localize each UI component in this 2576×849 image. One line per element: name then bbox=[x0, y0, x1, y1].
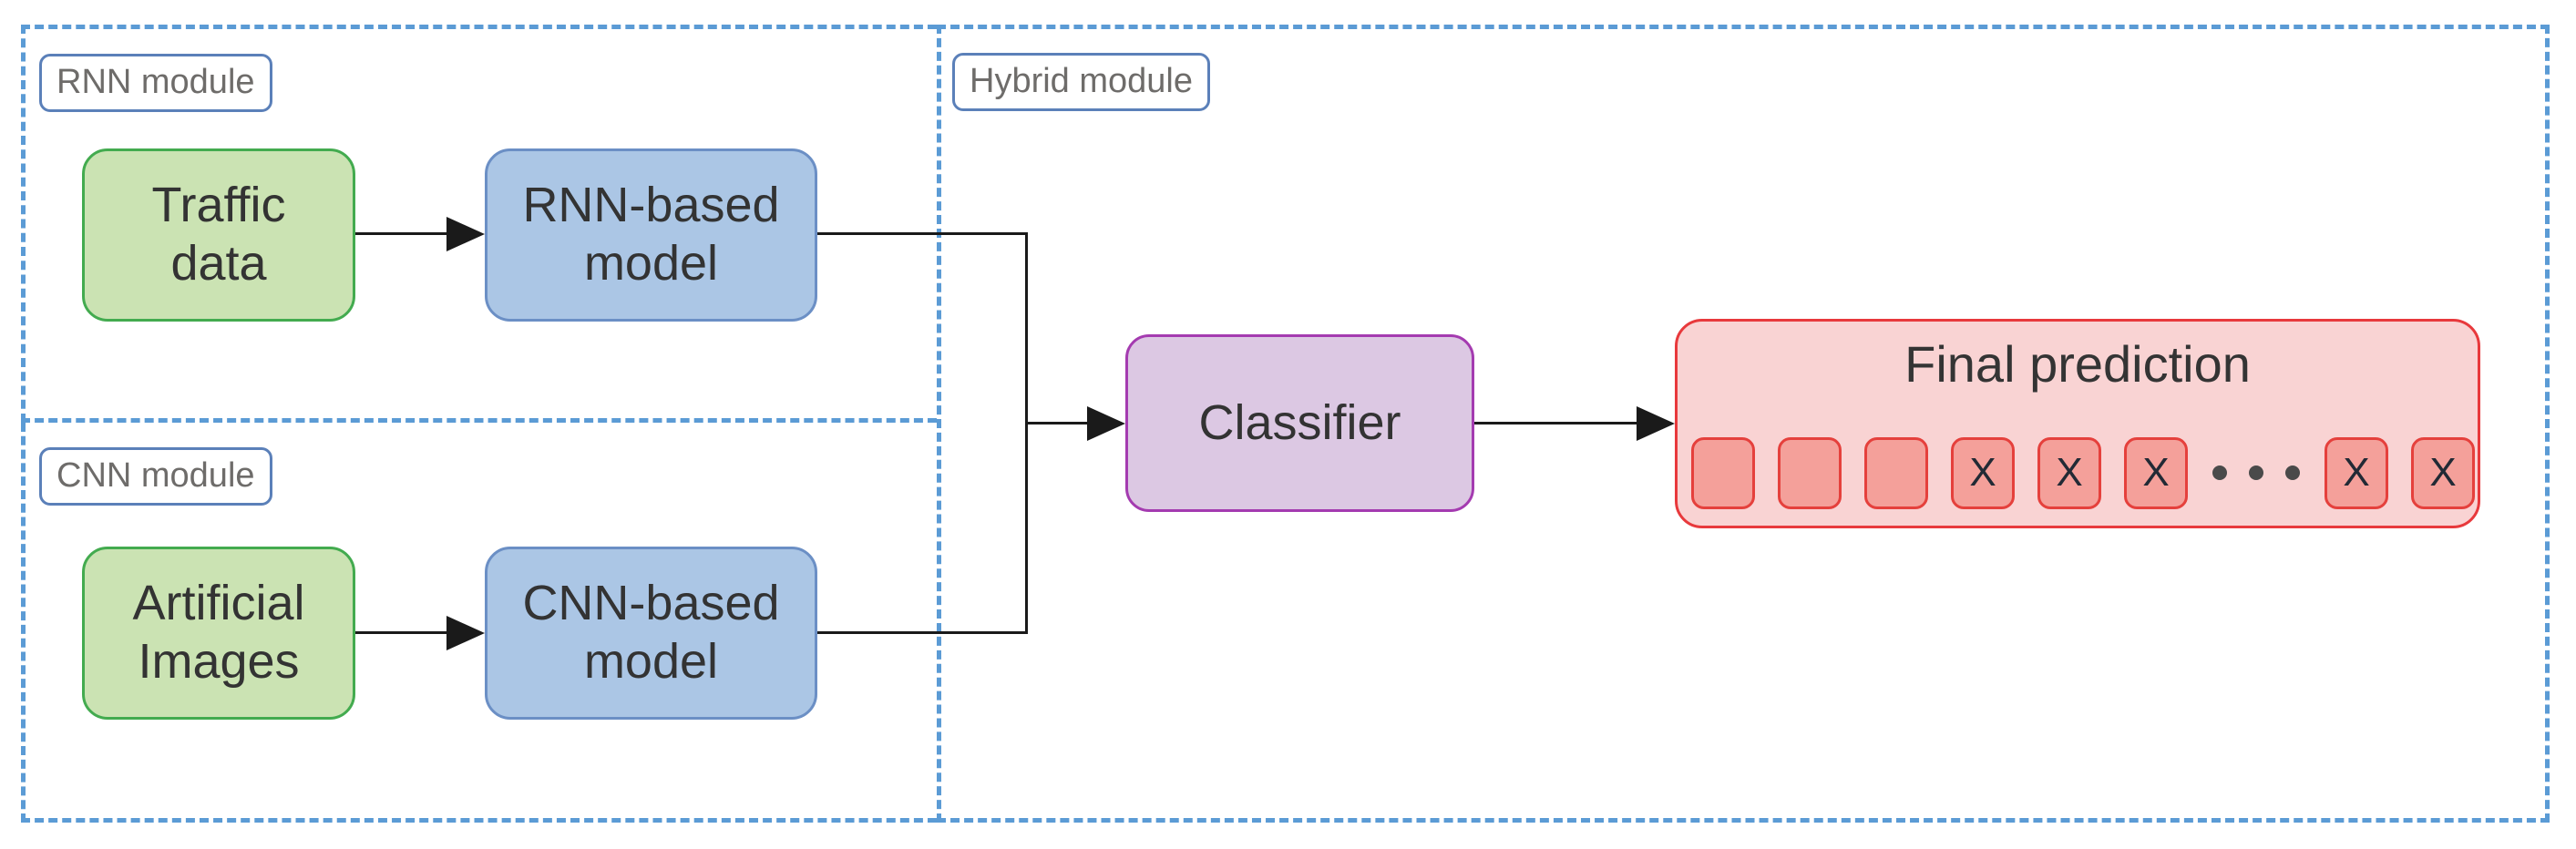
rnn-based-model-node: RNN-based model bbox=[485, 148, 817, 322]
hybrid-module-box: Hybrid module bbox=[937, 25, 2550, 823]
connector-cnn-to-junction bbox=[817, 631, 1028, 634]
final-prediction-node: Final prediction X X X X X bbox=[1675, 319, 2480, 528]
rnn-model-line2: model bbox=[583, 236, 719, 291]
prediction-cell: X bbox=[2124, 436, 2188, 509]
rnn-module-box: RNN module bbox=[21, 25, 937, 423]
connector-artificial-to-cnn bbox=[355, 631, 446, 634]
cnn-based-model-node: CNN-based model bbox=[485, 547, 817, 720]
prediction-cell: X bbox=[1951, 436, 2015, 509]
connector-rnn-to-junction bbox=[817, 232, 1028, 235]
cnn-model-line1: CNN-based bbox=[522, 576, 780, 631]
connector-junction-vertical bbox=[1025, 232, 1028, 634]
traffic-data-line2: data bbox=[170, 236, 267, 291]
rnn-module-label-text: RNN module bbox=[56, 63, 255, 101]
prediction-cell-row: X X X X X bbox=[1691, 435, 2475, 510]
hybrid-module-label-text: Hybrid module bbox=[970, 62, 1193, 100]
arrowhead-icon bbox=[1087, 406, 1125, 441]
connector-junction-to-classifier bbox=[1026, 422, 1087, 424]
arrowhead-icon bbox=[1637, 406, 1675, 441]
connector-traffic-to-rnn bbox=[355, 232, 446, 235]
ellipsis-dot bbox=[2249, 465, 2263, 480]
ellipsis-dots-icon bbox=[2211, 465, 2302, 480]
arrowhead-icon bbox=[446, 217, 485, 251]
artificial-images-node: Artificial Images bbox=[82, 547, 355, 720]
classifier-node: Classifier bbox=[1125, 334, 1474, 512]
prediction-cell: X bbox=[2037, 436, 2101, 509]
prediction-cell bbox=[1691, 436, 1755, 509]
artificial-images-line2: Images bbox=[138, 634, 300, 689]
artificial-images-line1: Artificial bbox=[132, 576, 305, 631]
prediction-cell bbox=[1778, 436, 1842, 509]
rnn-module-label: RNN module bbox=[39, 54, 272, 112]
connector-classifier-to-final bbox=[1474, 422, 1637, 424]
cnn-module-label: CNN module bbox=[39, 447, 272, 506]
traffic-data-node: Traffic data bbox=[82, 148, 355, 322]
ellipsis-dot bbox=[2212, 465, 2227, 480]
prediction-cell bbox=[1864, 436, 1928, 509]
cnn-model-line2: model bbox=[583, 634, 719, 689]
classifier-label: Classifier bbox=[1198, 394, 1401, 450]
arrowhead-icon bbox=[446, 616, 485, 650]
cnn-module-box: CNN module bbox=[21, 423, 937, 823]
prediction-cell: X bbox=[2325, 436, 2388, 509]
rnn-model-line1: RNN-based bbox=[522, 178, 780, 233]
traffic-data-line1: Traffic bbox=[151, 178, 286, 233]
ellipsis-dot bbox=[2285, 465, 2300, 480]
final-prediction-title: Final prediction bbox=[1904, 335, 2251, 393]
cnn-module-label-text: CNN module bbox=[56, 456, 255, 495]
hybrid-module-label: Hybrid module bbox=[952, 53, 1210, 111]
prediction-cell: X bbox=[2411, 436, 2475, 509]
